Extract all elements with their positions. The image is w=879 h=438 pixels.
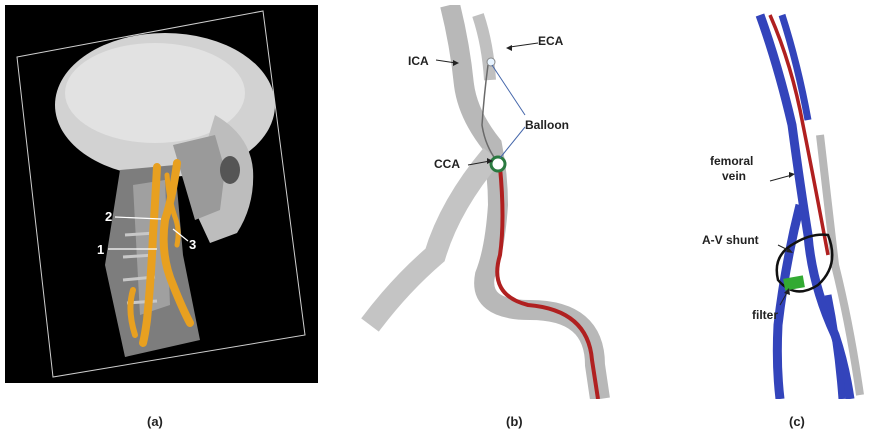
label-vein: vein [722, 169, 746, 183]
label-balloon: Balloon [525, 118, 569, 132]
carotid-catheter-diagram: ICA ECA Balloon CCA [360, 5, 615, 399]
figure-panel-b: ICA ECA Balloon CCA [360, 5, 615, 399]
label-eca: ECA [538, 34, 564, 48]
figure-panel-c: femoral vein A-V shunt filter [700, 5, 879, 399]
label-1: 1 [97, 242, 104, 257]
head-neck-render: 2 1 3 [5, 5, 318, 383]
label-femoral: femoral [710, 154, 753, 168]
caption-a: (a) [147, 414, 163, 429]
label-3: 3 [189, 237, 196, 252]
label-cca: CCA [434, 157, 460, 171]
figure-panel-a: 2 1 3 [5, 5, 318, 383]
caption-b: (b) [506, 414, 523, 429]
femoral-shunt-diagram: femoral vein A-V shunt filter [700, 5, 879, 399]
label-filter: filter [752, 308, 778, 322]
caption-c: (c) [789, 414, 805, 429]
label-ica: ICA [408, 54, 429, 68]
label-2: 2 [105, 209, 112, 224]
label-av-shunt: A-V shunt [702, 233, 759, 247]
